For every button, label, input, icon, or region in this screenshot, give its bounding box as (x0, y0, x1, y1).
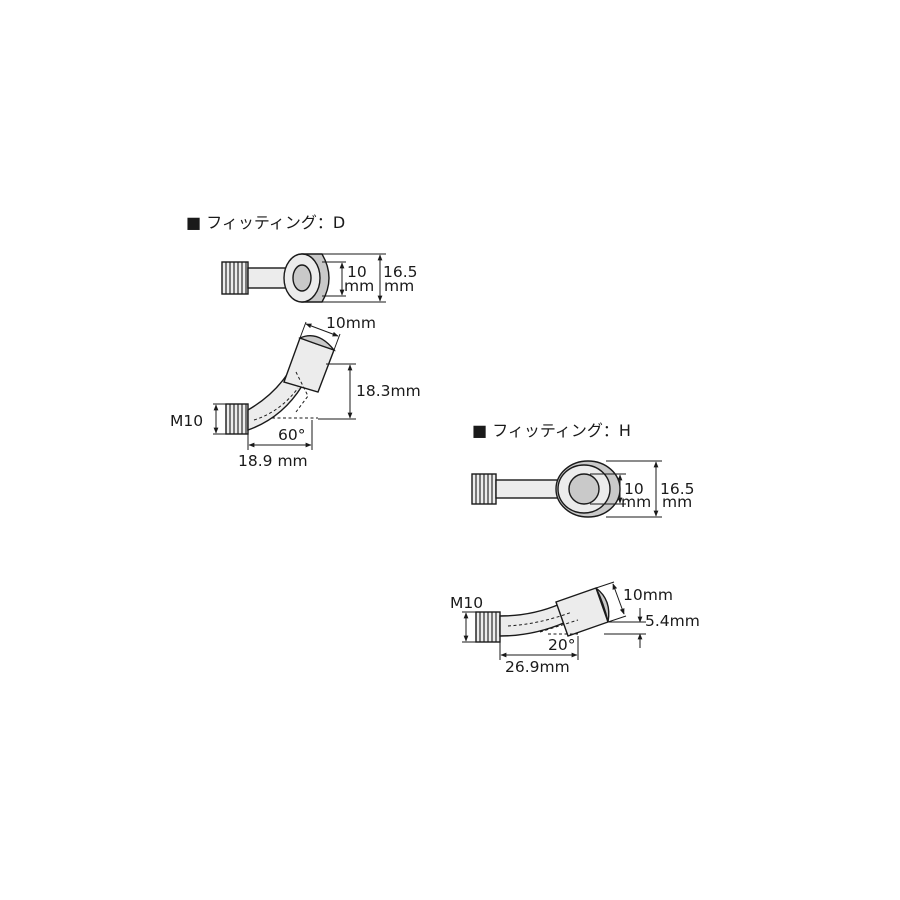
fitting-d-inner-dim-value: 10 (347, 263, 367, 281)
fitting-h-height-dim: 5.4mm (645, 612, 700, 630)
fitting-d-top-eye-hole (292, 264, 312, 292)
fitting-d-title: ■ フィッティング：D (186, 213, 345, 232)
fitting-d-side-view: 10mm 18.3mm M10 60° 18.9 mm (170, 314, 421, 470)
fitting-h-angle: 20° (548, 636, 575, 654)
fitting-d-side-dash-2 (295, 371, 309, 413)
fitting-d-length-dim: 18.9 mm (238, 452, 308, 470)
fitting-d-banjo-dim-line (305, 323, 339, 337)
fitting-d-top-view: 10 mm 16.5 mm (221, 253, 418, 303)
fitting-h-outer-dim-value: 16.5 (660, 480, 695, 498)
fitting-h-top-view: 10 mm 16.5 mm (471, 460, 695, 518)
fitting-d-thread-label: M10 (170, 412, 203, 430)
fitting-h-inner-dim-value: 10 (624, 480, 644, 498)
fitting-d-banjo-dim: 10mm (326, 314, 376, 332)
fitting-h-banjo-dim: 10mm (623, 586, 673, 604)
fitting-h-banjo-dim-line (612, 583, 625, 615)
fitting-h-side-dash-1 (507, 611, 573, 627)
fitting-h-thread-label: M10 (450, 594, 483, 612)
fitting-h-side-view: 10mm 5.4mm M10 20° 26.9mm (450, 581, 700, 676)
fitting-d-top-thread-ridges (225, 262, 247, 294)
fitting-d-angle: 60° (278, 426, 305, 444)
fitting-d-side-thread-ridges (229, 404, 247, 434)
fitting-h-bent-tube (499, 603, 567, 637)
fitting-d-outer-dim-unit: mm (384, 277, 414, 295)
fitting-h-top-thread-ridges (475, 474, 493, 504)
fitting-d-side-dash-1 (253, 387, 299, 421)
fitting-h-side-dash-2 (539, 619, 579, 633)
fitting-h-top-shaft (495, 479, 561, 499)
fitting-h-title: ■ フィッティング：H (472, 421, 631, 440)
fitting-d-side-thread (225, 403, 249, 435)
fitting-h-inner-dim-unit: mm (621, 493, 651, 511)
fitting-h-length-dim: 26.9mm (505, 658, 570, 676)
fitting-h-side-thread-ridges (479, 612, 497, 642)
fitting-d-top-shaft (247, 267, 289, 289)
fitting-d-inner-dim-unit: mm (344, 277, 374, 295)
fitting-h-top-eye-hole (568, 473, 600, 505)
fitting-d-height-dim: 18.3mm (356, 382, 421, 400)
fitting-d-outer-dim-value: 16.5 (383, 263, 418, 281)
fitting-h-outer-dim-unit: mm (662, 493, 692, 511)
